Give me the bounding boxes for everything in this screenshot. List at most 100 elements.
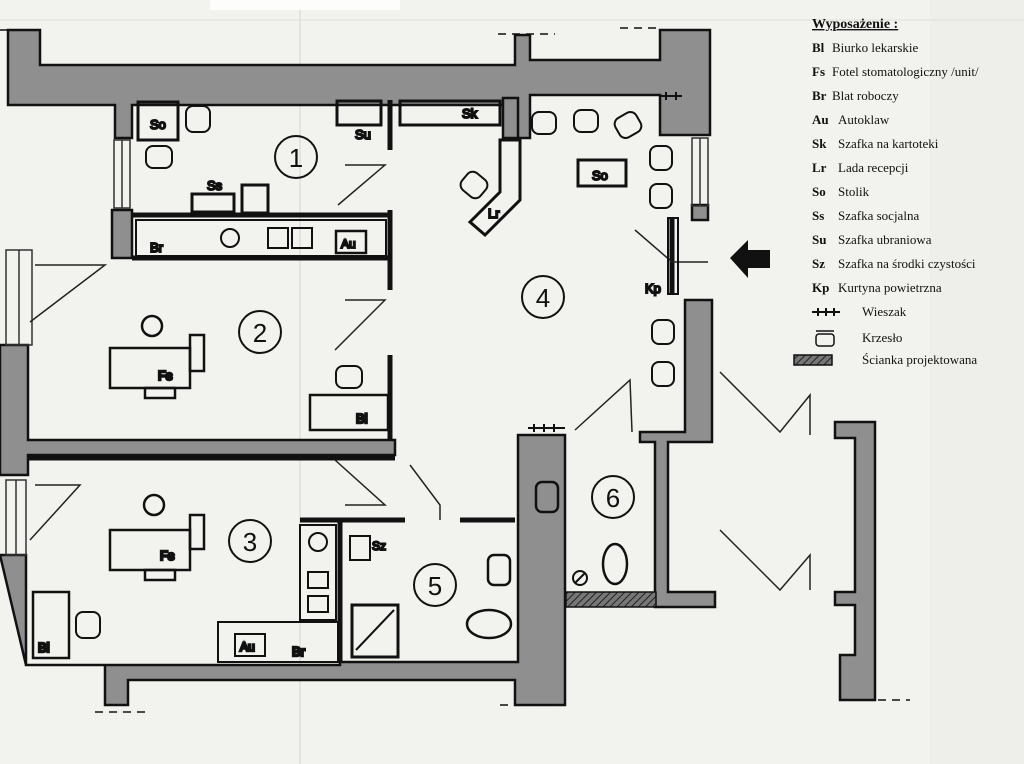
doctor-desk bbox=[31, 590, 71, 660]
legend-desc: Szafka na kartoteki bbox=[838, 136, 939, 151]
legend-code: Sk bbox=[812, 136, 827, 151]
room-4-number: 4 bbox=[536, 283, 550, 313]
room-3-marker: 3 bbox=[228, 519, 272, 563]
doctor-desk-label: Bl bbox=[356, 411, 368, 426]
dashed-lines bbox=[0, 27, 910, 713]
doctor-desk bbox=[308, 393, 390, 432]
basin-icon bbox=[220, 228, 240, 248]
drain-icon bbox=[572, 570, 588, 586]
side-table-room4-label: So bbox=[592, 168, 608, 183]
doctor-desk-label: Bl bbox=[38, 640, 50, 655]
legend-desc: Szafka na środki czystości bbox=[838, 256, 976, 271]
room-4-marker: 4 bbox=[521, 275, 565, 319]
legend-desc: Lada recepcji bbox=[838, 160, 909, 175]
side-table-room4 bbox=[576, 158, 628, 188]
room-numbers: 1 2 3 4 5 6 bbox=[228, 135, 635, 607]
legend-code: Lr bbox=[812, 160, 827, 175]
chair-icon bbox=[75, 611, 101, 639]
legend-code: Ss bbox=[812, 208, 824, 223]
room-6-furniture bbox=[534, 480, 629, 586]
legend-code: Bl bbox=[812, 40, 825, 55]
chair-icon bbox=[531, 111, 557, 135]
records-cabinet-label: Sk bbox=[462, 106, 478, 121]
room-1-marker: 1 bbox=[274, 135, 318, 179]
chair-icon bbox=[649, 183, 673, 209]
legend-desc: Stolik bbox=[838, 184, 870, 199]
air-curtain-label: Kp bbox=[645, 281, 661, 296]
chair-icon bbox=[651, 361, 675, 387]
legend-desc: Blat roboczy bbox=[832, 88, 899, 103]
chair-icon bbox=[573, 109, 599, 133]
legend-code: Sz bbox=[812, 256, 825, 271]
sink-icon bbox=[240, 183, 270, 215]
legend-desc: Szafka ubraniowa bbox=[838, 232, 932, 247]
room-6-marker: 6 bbox=[591, 475, 635, 519]
sink-icon bbox=[267, 227, 289, 249]
legend-code: Au bbox=[812, 112, 829, 127]
side-table-room1 bbox=[136, 100, 180, 142]
room-1-furniture: So Su Sk Ss bbox=[136, 99, 502, 215]
room-2-marker: 2 bbox=[238, 310, 282, 354]
sink-icon bbox=[307, 571, 329, 589]
legend: Wyposażenie : Bl Biurko lekarskie Fs Fot… bbox=[793, 17, 979, 367]
windows bbox=[5, 137, 709, 556]
stool-icon bbox=[140, 314, 164, 338]
sink-icon bbox=[534, 480, 560, 514]
dental-chair-label: Fs bbox=[158, 368, 173, 383]
chair-icon bbox=[649, 145, 673, 171]
shower-icon bbox=[350, 603, 400, 659]
chair-icon bbox=[335, 365, 363, 389]
room-2-number: 2 bbox=[253, 318, 267, 348]
room-3-number: 3 bbox=[243, 527, 257, 557]
chair-icon bbox=[459, 170, 489, 200]
legend-desc: Fotel stomatologiczny /unit/ bbox=[832, 64, 979, 79]
worktop-room-1: Br Au bbox=[135, 219, 387, 257]
legend-desc: Kurtyna powietrzna bbox=[838, 280, 942, 295]
stool-icon bbox=[142, 493, 166, 517]
room-5-furniture: Sz bbox=[349, 535, 513, 659]
cleaning-cabinet-label: Sz bbox=[372, 539, 386, 553]
door-swings bbox=[29, 164, 811, 592]
social-cabinet-label: Ss bbox=[207, 178, 223, 193]
worktop-label: Br bbox=[292, 644, 306, 659]
room-3-furniture: Fs Bl Au Br bbox=[31, 493, 339, 663]
clothes-locker-label: Su bbox=[355, 127, 371, 142]
autoclave bbox=[334, 229, 368, 255]
legend-code: Su bbox=[812, 232, 826, 247]
toilet-icon bbox=[601, 542, 629, 586]
room-2-furniture: Fs Bl bbox=[108, 314, 390, 432]
legend-code: So bbox=[812, 184, 826, 199]
chair-icon bbox=[651, 319, 675, 345]
cleaning-cabinet bbox=[349, 535, 371, 561]
side-table-room1-label: So bbox=[150, 117, 166, 132]
legend-code: Fs bbox=[812, 64, 825, 79]
reception-counter bbox=[467, 138, 522, 238]
coat-hangers bbox=[528, 92, 682, 432]
autoclave-label: Au bbox=[240, 640, 255, 654]
worktop bbox=[217, 621, 339, 663]
partitions bbox=[28, 100, 675, 662]
hatched-wall-icon bbox=[793, 354, 833, 366]
legend-desc: Ścianka projektowana bbox=[862, 352, 977, 367]
room-5-number: 5 bbox=[428, 571, 442, 601]
legend-desc: Szafka socjalna bbox=[838, 208, 919, 223]
chair-icon bbox=[613, 111, 643, 139]
room-5-marker: 5 bbox=[413, 563, 457, 607]
toilet-icon bbox=[465, 608, 513, 640]
legend-desc: Krzesło bbox=[862, 330, 902, 345]
sink-cabinet bbox=[299, 524, 337, 621]
designed-wall-hatched bbox=[565, 591, 657, 608]
chair-icon bbox=[815, 330, 835, 347]
legend-desc: Biurko lekarskie bbox=[832, 40, 919, 55]
legend-code: Br bbox=[812, 88, 827, 103]
legend-title: Wyposażenie : bbox=[812, 17, 898, 32]
chair-icon bbox=[145, 145, 173, 169]
worktop-label: Br bbox=[150, 240, 164, 255]
sink-icon bbox=[486, 553, 512, 587]
clothes-locker bbox=[335, 99, 383, 127]
entrance-arrow-icon bbox=[730, 240, 770, 278]
room-4-furniture: So Lr Kp bbox=[459, 109, 770, 387]
